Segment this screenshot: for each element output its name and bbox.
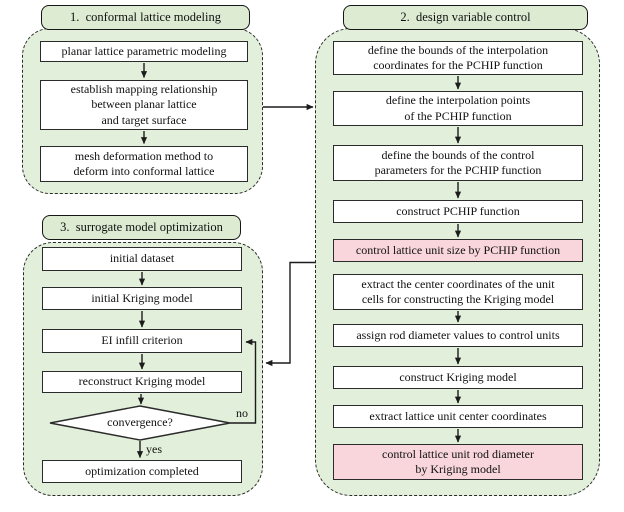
node-mesh-deformation-method: mesh deformation method to deform into c…	[40, 146, 248, 182]
node-define-interpolation-points: define the interpolation points of the P…	[333, 91, 583, 126]
node-initial-dataset: initial dataset	[42, 247, 242, 271]
convergence-label: convergence?	[107, 415, 173, 429]
section-conformal-title: 1. conformal lattice modeling	[41, 5, 250, 30]
node-planar-lattice-parametric-modeling: planar lattice parametric modeling	[40, 41, 248, 62]
node-reconstruct-kriging-model: reconstruct Kriging model	[42, 371, 242, 393]
node-construct-kriging-model: construct Kriging model	[333, 366, 583, 389]
arrow-convergence-no-loop	[230, 338, 257, 424]
node-construct-pchip-function: construct PCHIP function	[333, 200, 583, 223]
node-extract-center-coordinates: extract the center coordinates of the un…	[333, 274, 583, 310]
node-assign-rod-diameter-values: assign rod diameter values to control un…	[333, 324, 583, 347]
arrow-section2-to-section3	[265, 261, 316, 367]
section-design-title: 2. design variable control	[343, 5, 588, 30]
node-control-lattice-unit-size: control lattice unit size by PCHIP funct…	[333, 239, 583, 262]
node-initial-kriging-model: initial Kriging model	[42, 287, 242, 310]
node-define-bounds-control-parameters: define the bounds of the control paramet…	[333, 145, 583, 181]
node-control-lattice-unit-rod-diameter: control lattice unit rod diameter by Kri…	[333, 444, 583, 480]
node-ei-infill-criterion: EI infill criterion	[42, 329, 242, 353]
node-optimization-completed: optimization completed	[42, 460, 242, 483]
no-label: no	[236, 406, 248, 420]
node-define-bounds-interpolation-coordinates: define the bounds of the interpolation c…	[333, 41, 583, 75]
convergence-diamond	[49, 405, 231, 441]
node-extract-lattice-unit-center-coordinates: extract lattice unit center coordinates	[333, 405, 583, 428]
node-establish-mapping-relationship: establish mapping relationship between p…	[40, 80, 248, 130]
section-surrogate-title: 3. surrogate model optimization	[42, 215, 241, 240]
yes-label: yes	[146, 442, 162, 456]
